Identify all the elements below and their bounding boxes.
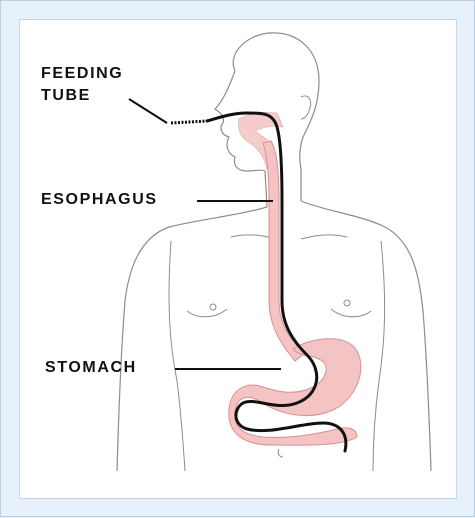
feeding-tube-leader [129,99,167,123]
esophagus [263,141,305,361]
right-nipple [344,300,350,306]
feeding-tube-tip [171,121,207,123]
clavicles [231,235,347,239]
stomach-label: STOMACH [45,357,137,379]
feeding-tube-label-line2: TUBE [41,85,123,107]
ear-outline [301,96,311,119]
feeding-tube-label-line1: FEEDING [41,63,123,85]
feeding-tube-label: FEEDING TUBE [41,63,123,107]
left-nipple [210,304,216,310]
esophagus-label: ESOPHAGUS [41,189,158,211]
navel [278,449,283,457]
